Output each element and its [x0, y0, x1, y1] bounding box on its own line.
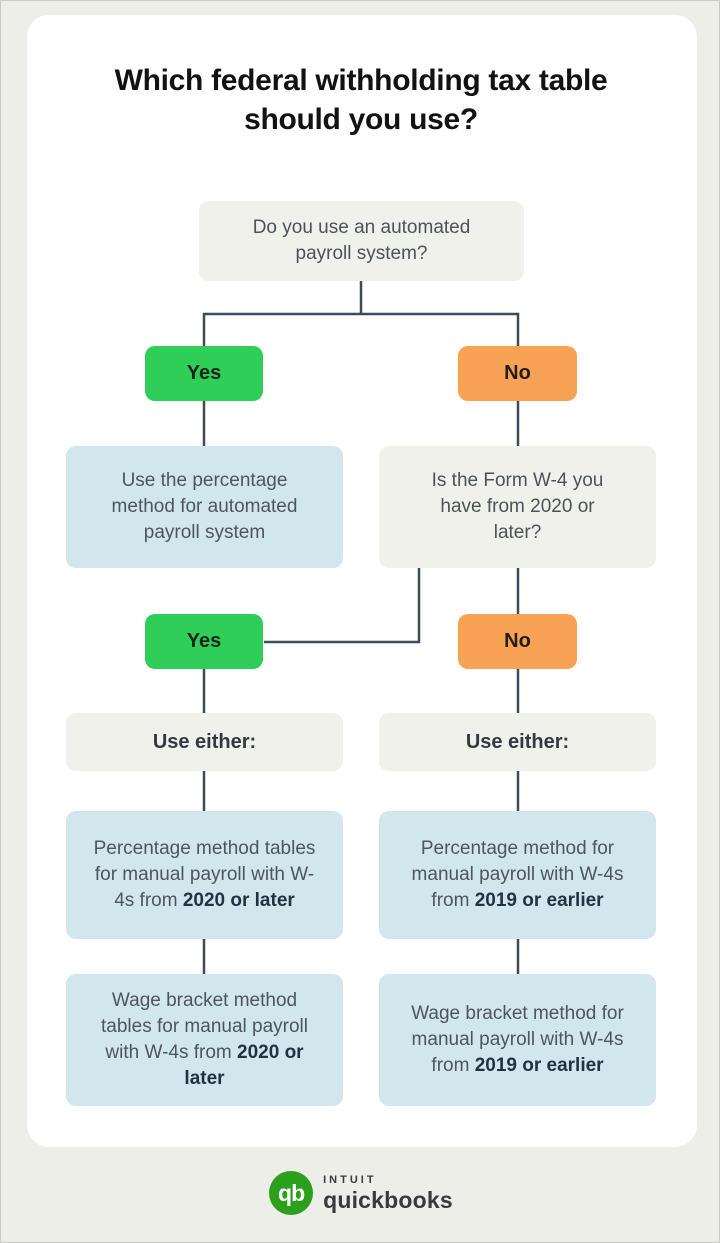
logo-wordmark: INTUIT quickbooks — [323, 1173, 453, 1213]
result-text-bold: 2019 or earlier — [474, 890, 604, 911]
result-text-prefix: Percentage method tables for manual payr… — [93, 838, 316, 911]
use-either-right: Use either: — [379, 713, 656, 771]
result-percentage-method-2019-earlier-text: Percentage method for manual payroll wit… — [403, 836, 633, 914]
result-wage-bracket-2020-later-text: Wage bracket method tables for manual pa… — [90, 988, 320, 1092]
yes-button-2-label: Yes — [186, 630, 222, 652]
result-text-bold: 2019 or earlier — [474, 1055, 604, 1076]
result-automated-percentage-method: Use the percentage method for automated … — [66, 446, 343, 568]
quickbooks-wordmark: quickbooks — [323, 1186, 453, 1213]
result-text-prefix: Wage bracket method for manual payroll w… — [411, 1003, 624, 1076]
question-automated-payroll-text: Do you use an automated payroll system? — [252, 217, 471, 264]
question-form-w4-year: Is the Form W-4 you have from 2020 or la… — [379, 446, 656, 568]
no-button-2: No — [458, 614, 577, 669]
no-button-1: No — [458, 346, 577, 401]
yes-button-1: Yes — [145, 346, 263, 401]
result-text-bold: 2020 or later — [182, 890, 295, 911]
result-wage-bracket-2020-later: Wage bracket method tables for manual pa… — [66, 974, 343, 1106]
result-text-bold: 2020 or later — [184, 1042, 304, 1089]
intuit-quickbooks-logo: qb INTUIT quickbooks — [1, 1171, 719, 1215]
result-percentage-method-2020-later-text: Percentage method tables for manual payr… — [90, 836, 320, 914]
no-button-1-label: No — [504, 362, 531, 384]
result-percentage-method-2019-earlier: Percentage method for manual payroll wit… — [379, 811, 656, 939]
result-automated-percentage-method-text: Use the percentage method for automated … — [111, 470, 298, 543]
question-automated-payroll: Do you use an automated payroll system? — [199, 201, 524, 281]
use-either-right-text: Use either: — [465, 731, 570, 753]
yes-button-1-label: Yes — [186, 362, 222, 384]
no-button-2-label: No — [504, 630, 531, 652]
use-either-left: Use either: — [66, 713, 343, 771]
result-wage-bracket-2019-earlier-text: Wage bracket method for manual payroll w… — [403, 1001, 633, 1079]
question-form-w4-year-text: Is the Form W-4 you have from 2020 or la… — [431, 470, 604, 543]
result-text-prefix: Wage bracket method tables for manual pa… — [101, 990, 308, 1063]
use-either-left-text: Use either: — [152, 731, 257, 753]
page-title: Which federal withholding tax table shou… — [114, 64, 608, 136]
quickbooks-qb-icon: qb — [269, 1171, 314, 1215]
result-wage-bracket-2019-earlier: Wage bracket method for manual payroll w… — [379, 974, 656, 1106]
qb-mark-text: qb — [278, 1179, 305, 1206]
result-text-prefix: Percentage method for manual payroll wit… — [411, 838, 624, 911]
yes-button-2: Yes — [145, 614, 263, 669]
result-percentage-method-2020-later: Percentage method tables for manual payr… — [66, 811, 343, 939]
intuit-wordmark: INTUIT — [323, 1173, 377, 1186]
